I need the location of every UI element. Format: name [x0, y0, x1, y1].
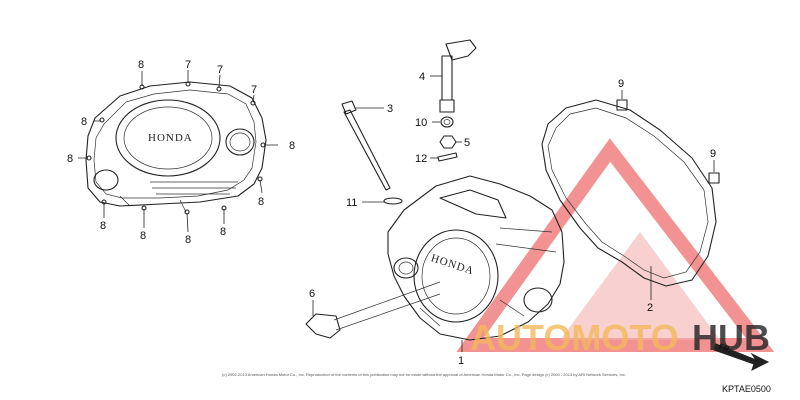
- shift-spindle: [430, 39, 477, 113]
- left-outer-cover: HONDA: [85, 81, 267, 215]
- callout-8: 8: [289, 140, 295, 152]
- callout-4: 4: [419, 71, 425, 83]
- callout-8: 8: [138, 59, 144, 71]
- left-cover-brand: HONDA: [148, 132, 193, 144]
- callout-7: 7: [251, 84, 257, 96]
- callout-10: 10: [415, 117, 427, 129]
- callout-8: 8: [140, 230, 146, 242]
- callout-7: 7: [185, 59, 191, 71]
- callout-7: 7: [217, 64, 223, 76]
- callout-3: 3: [387, 103, 393, 115]
- fr-label: FR.: [717, 342, 732, 355]
- callout-12: 12: [415, 153, 427, 165]
- callout-9: 9: [710, 148, 716, 160]
- watermark-part1: AUTOMOTO: [470, 317, 679, 358]
- callout-6: 6: [309, 288, 315, 300]
- oil-dipstick: [341, 100, 391, 191]
- callout-11: 11: [346, 197, 357, 209]
- callout-2: 2: [647, 302, 653, 314]
- dowel-pins: [616, 90, 720, 184]
- callout-8: 8: [185, 234, 191, 246]
- left-cover-leaders: [78, 70, 278, 233]
- callout-9: 9: [618, 78, 624, 90]
- bolt-small: [439, 135, 462, 149]
- callout-8: 8: [67, 153, 73, 165]
- watermark-logo: [456, 138, 775, 352]
- breather-hose: [305, 281, 441, 339]
- o-ring: [362, 197, 403, 205]
- callout-8: 8: [258, 196, 264, 208]
- diagram-code: KPTAE0500: [722, 384, 771, 394]
- front-arrow: FR.: [713, 342, 770, 371]
- right-cover-brand: HONDA: [429, 252, 475, 277]
- callout-labels: 8 7 7 7 8 8 8 8 8 8 8 8 3 4 10 5 12 11 6…: [67, 59, 716, 367]
- callout-5: 5: [464, 137, 470, 149]
- callout-8: 8: [220, 226, 226, 238]
- callout-8: 8: [81, 116, 87, 128]
- pin: [430, 152, 458, 162]
- washer: [432, 116, 454, 128]
- callout-1: 1: [458, 355, 464, 367]
- gasket: [541, 99, 717, 300]
- callout-8: 8: [100, 220, 106, 232]
- copyright-footer: (c) 2002-2013 American Honda Motor Co., …: [222, 372, 626, 377]
